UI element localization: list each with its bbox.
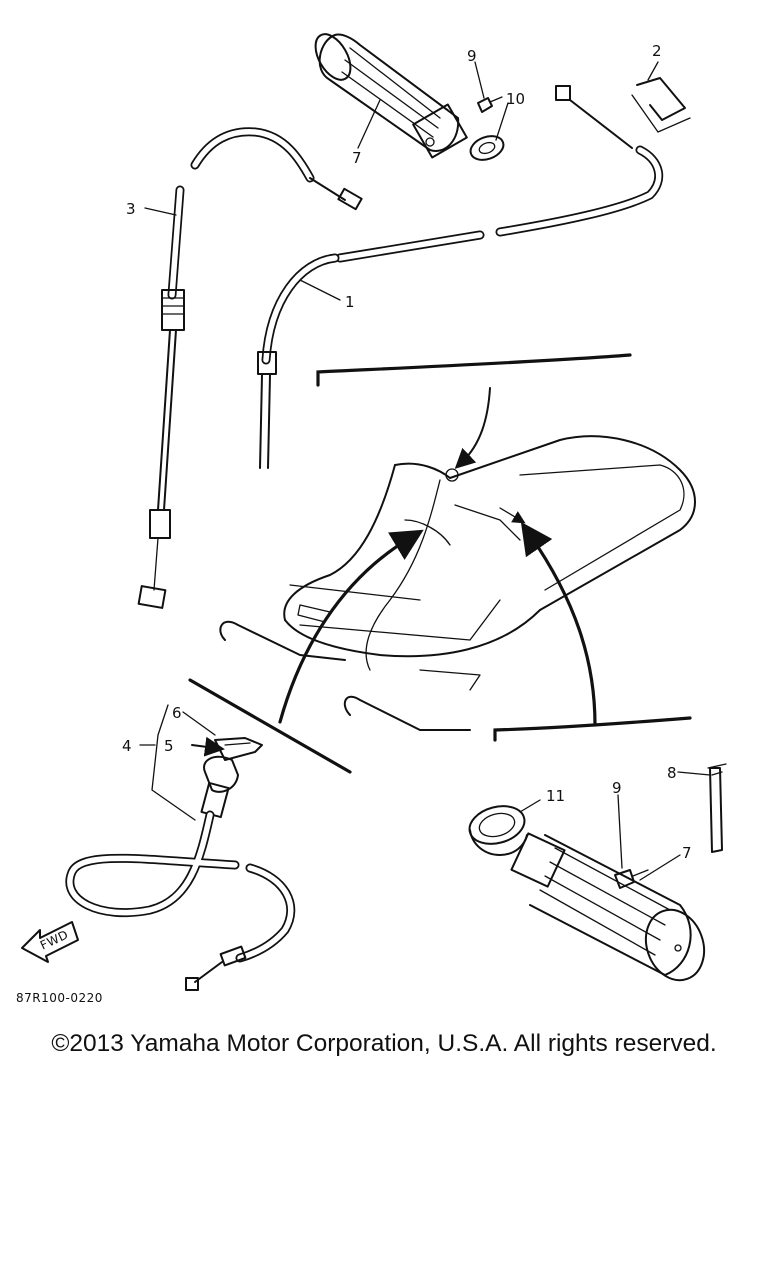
drawing-code: 87R100-0220 [16,991,103,1005]
callout-4: 4 [122,737,132,755]
fwd-label: FWD [38,927,71,952]
grip-bottom [510,832,706,982]
callout-9-bottom: 9 [612,779,622,797]
washer [469,135,505,161]
cable-3 [137,127,363,609]
callout-2: 2 [652,42,662,60]
callout-7-bottom: 7 [682,844,692,862]
copyright-notice: ©2013 Yamaha Motor Corporation, U.S.A. A… [51,1030,717,1057]
throttle-grip-top [314,33,468,159]
callout-1: 1 [345,293,355,311]
strap [707,763,727,853]
callout-10: 10 [506,90,525,108]
sleeve [468,805,528,856]
cable-4 [65,755,296,991]
callout-5: 5 [164,737,174,755]
callout-8: 8 [667,764,677,782]
cable-1 [257,85,664,469]
stop-switch-parts [191,736,263,761]
parts-diagram: FWD 1 2 3 4 5 6 7 7 8 9 9 10 11 87R100-0… [16,33,727,1005]
callout-3: 3 [126,200,136,218]
callout-7-top: 7 [352,149,362,167]
callout-6: 6 [172,704,182,722]
callout-11: 11 [546,787,565,805]
snowmobile [219,435,696,731]
screw-top [477,96,503,113]
callout-9-top: 9 [467,47,477,65]
clip [631,77,691,133]
forward-arrow: FWD [21,921,79,963]
